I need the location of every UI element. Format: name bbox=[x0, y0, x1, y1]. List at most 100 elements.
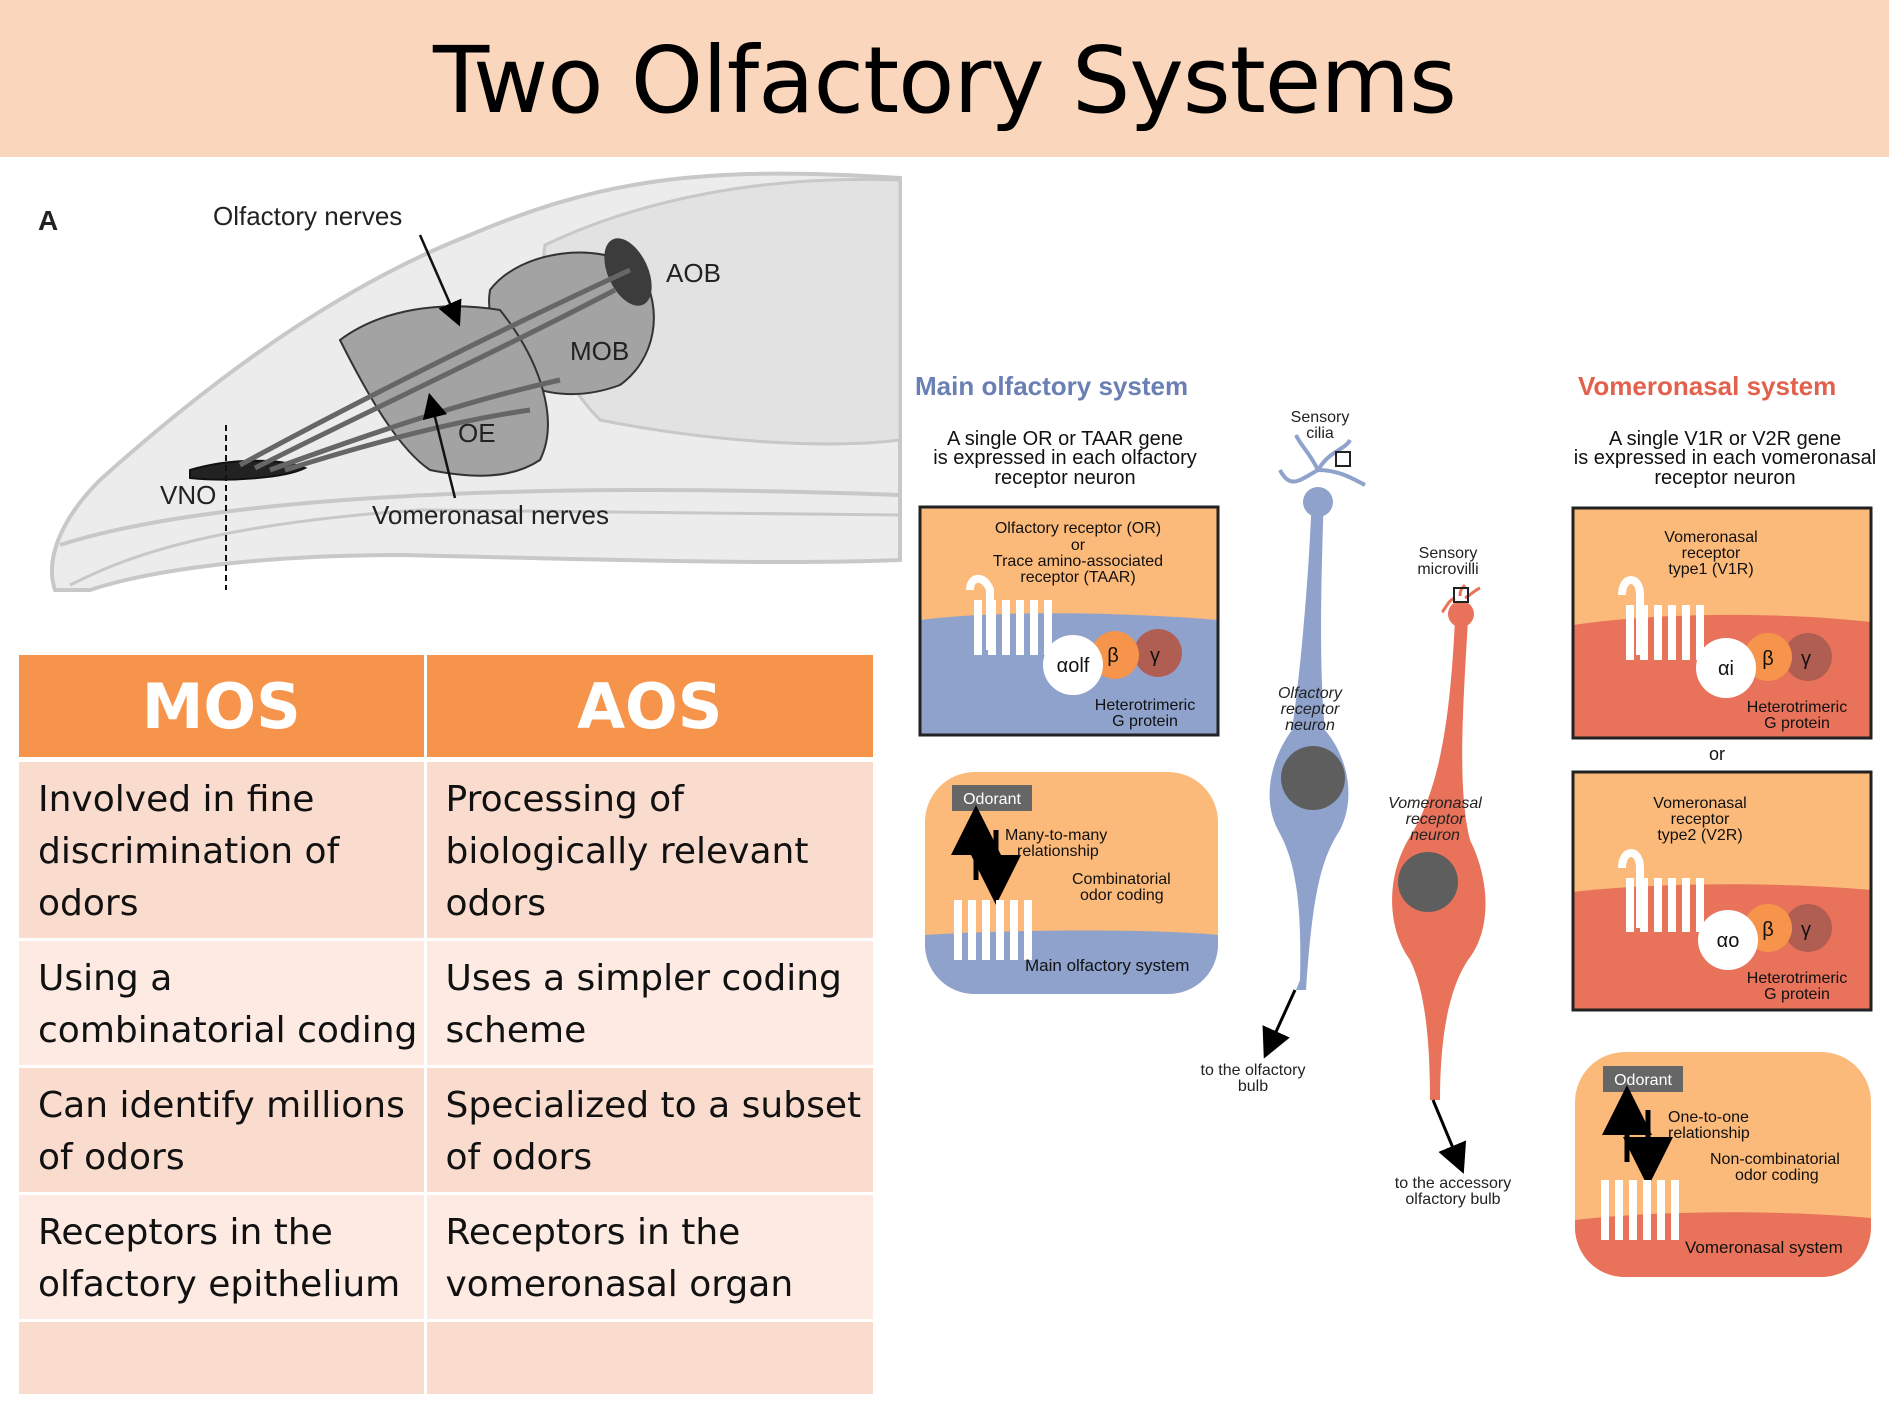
main-relationship-line-2: relationship bbox=[1017, 843, 1099, 860]
orn-axon-arrow bbox=[1262, 989, 1297, 1059]
vrn-target-1: to the accessory bbox=[1395, 1175, 1512, 1192]
vrn-nucleus bbox=[1398, 852, 1458, 912]
main-receptor-helix bbox=[966, 574, 1052, 655]
vrn-label-1: Vomeronasal bbox=[1388, 795, 1482, 812]
main-receptor-line-3: Trace amino-associated bbox=[993, 553, 1163, 570]
main-receptor-box: Olfactory receptor (OR) or Trace amino-a… bbox=[918, 505, 1220, 737]
v2r-gprotein-1: Heterotrimeric bbox=[1747, 970, 1847, 987]
cilia-label-1: Sensory bbox=[1291, 409, 1350, 426]
beta-label-v1r: β bbox=[1762, 648, 1774, 670]
vomero-relationship-2: relationship bbox=[1668, 1125, 1750, 1142]
main-olfactory-system-panel: Main olfactory system A single OR or TAA… bbox=[915, 371, 1220, 994]
beta-label-v2r: β bbox=[1762, 919, 1774, 941]
head-section-diagram: A Olfactory nerves AOB MOB OE VNO Vomero… bbox=[38, 171, 902, 592]
main-coding-box: Odorant Many-to-many relationship Combin… bbox=[925, 772, 1218, 994]
vomero-desc-line-1: A single V1R or V2R gene bbox=[1609, 428, 1841, 450]
v1r-line-2: receptor bbox=[1682, 545, 1741, 562]
microvilli-label-1: Sensory bbox=[1419, 545, 1478, 562]
main-desc-line-1: A single OR or TAAR gene bbox=[947, 428, 1183, 450]
aos-header: AOS bbox=[425, 655, 873, 762]
beta-label-main: β bbox=[1107, 645, 1119, 667]
oe-label: OE bbox=[458, 418, 496, 448]
slide-title: Two Olfactory Systems bbox=[433, 27, 1457, 134]
main-desc-line-2: is expressed in each olfactory bbox=[933, 447, 1196, 469]
orn-label-2: receptor bbox=[1281, 701, 1340, 718]
main-relationship-line-1: Many-to-many bbox=[1005, 827, 1107, 844]
aos-cell-empty bbox=[425, 1320, 873, 1397]
main-gprotein-line-2: G protein bbox=[1112, 713, 1178, 730]
main-receptor-line-1: Olfactory receptor (OR) bbox=[995, 520, 1161, 537]
vomeronasal-nerves-arrow bbox=[422, 392, 457, 499]
mos-header: MOS bbox=[19, 655, 427, 762]
orn-target-1: to the olfactory bbox=[1201, 1062, 1306, 1079]
table-row-empty bbox=[19, 1320, 873, 1397]
vomero-desc-line-3: receptor neuron bbox=[1654, 467, 1795, 489]
vomero-coding-1: Non-combinatorial bbox=[1710, 1151, 1840, 1168]
v2r-line-1: Vomeronasal bbox=[1653, 795, 1746, 812]
vomero-coding-2: odor coding bbox=[1735, 1167, 1819, 1184]
main-desc-line-3: receptor neuron bbox=[994, 467, 1135, 489]
v2r-receptor-helix bbox=[1618, 849, 1704, 932]
vrn-axon-arrow bbox=[1431, 1099, 1467, 1174]
vrn-label-2: receptor bbox=[1406, 811, 1465, 828]
v1r-line-3: type1 (V1R) bbox=[1668, 561, 1753, 578]
v1r-gprotein-1: Heterotrimeric bbox=[1747, 699, 1847, 716]
vrn-target-2: olfactory bulb bbox=[1405, 1191, 1500, 1208]
gamma-label-main: γ bbox=[1150, 645, 1160, 667]
v2r-line-3: type2 (V2R) bbox=[1657, 827, 1742, 844]
mob-label: MOB bbox=[570, 336, 629, 366]
main-odorant-label: Odorant bbox=[963, 791, 1021, 808]
vomero-desc-line-2: is expressed in each vomeronasal bbox=[1574, 447, 1876, 469]
aob-label: AOB bbox=[666, 258, 721, 288]
jaw-outline bbox=[69, 508, 901, 587]
receptor-neurons: Sensory cilia Olfactory receptor neuron … bbox=[1201, 409, 1512, 1208]
alpha-label-v2r: αo bbox=[1717, 930, 1740, 952]
v2r-gprotein-2: G protein bbox=[1764, 986, 1830, 1003]
main-gprotein-line-1: Heterotrimeric bbox=[1095, 697, 1195, 714]
vomeronasal-receptor-neuron: Sensory microvilli Vomeronasal receptor … bbox=[1388, 545, 1511, 1208]
main-system-label: Main olfactory system bbox=[1025, 956, 1189, 975]
mos-cell-empty bbox=[19, 1320, 427, 1397]
olfactory-nerves-label: Olfactory nerves bbox=[213, 201, 402, 231]
orn-label-3: neuron bbox=[1285, 717, 1335, 734]
palate-line bbox=[59, 488, 901, 547]
table-header-row: MOS AOS bbox=[19, 655, 873, 762]
cilia-label-2: cilia bbox=[1306, 425, 1334, 442]
main-receptor-line-2: or bbox=[1071, 537, 1086, 554]
olfactory-nerves-arrow bbox=[418, 234, 462, 327]
vomero-system-title: Vomeronasal system bbox=[1578, 371, 1836, 401]
v1r-receptor-box: Vomeronasal receptor type1 (V1R) αi β γ … bbox=[1571, 506, 1873, 740]
main-coding-receptor bbox=[954, 900, 1032, 960]
orn-nucleus bbox=[1281, 746, 1345, 810]
beta-subunit-main bbox=[1091, 631, 1139, 679]
v1r-gprotein-2: G protein bbox=[1764, 715, 1830, 732]
microvilli-label-2: microvilli bbox=[1417, 561, 1478, 578]
vrn-label-3: neuron bbox=[1410, 827, 1460, 844]
alpha-label-main: αolf bbox=[1057, 655, 1090, 677]
olfactory-receptor-neuron: Sensory cilia Olfactory receptor neuron … bbox=[1201, 409, 1366, 1095]
vomero-relationship-1: One-to-one bbox=[1668, 1109, 1749, 1126]
alpha-label-v1r: αi bbox=[1718, 658, 1734, 680]
or-text: or bbox=[1709, 744, 1725, 764]
nerve-lines bbox=[238, 267, 632, 473]
v2r-line-2: receptor bbox=[1671, 811, 1730, 828]
gamma-subunit-main bbox=[1134, 629, 1182, 677]
v1r-receptor-helix bbox=[1618, 576, 1704, 660]
alpha-subunit-main bbox=[1043, 635, 1103, 695]
vomero-odorant-label: Odorant bbox=[1614, 1072, 1672, 1089]
orn-label-1: Olfactory bbox=[1278, 685, 1343, 702]
vomero-coding-box: Odorant One-to-one relationship Non-comb… bbox=[1575, 1052, 1871, 1277]
vomero-system-label: Vomeronasal system bbox=[1685, 1238, 1843, 1257]
